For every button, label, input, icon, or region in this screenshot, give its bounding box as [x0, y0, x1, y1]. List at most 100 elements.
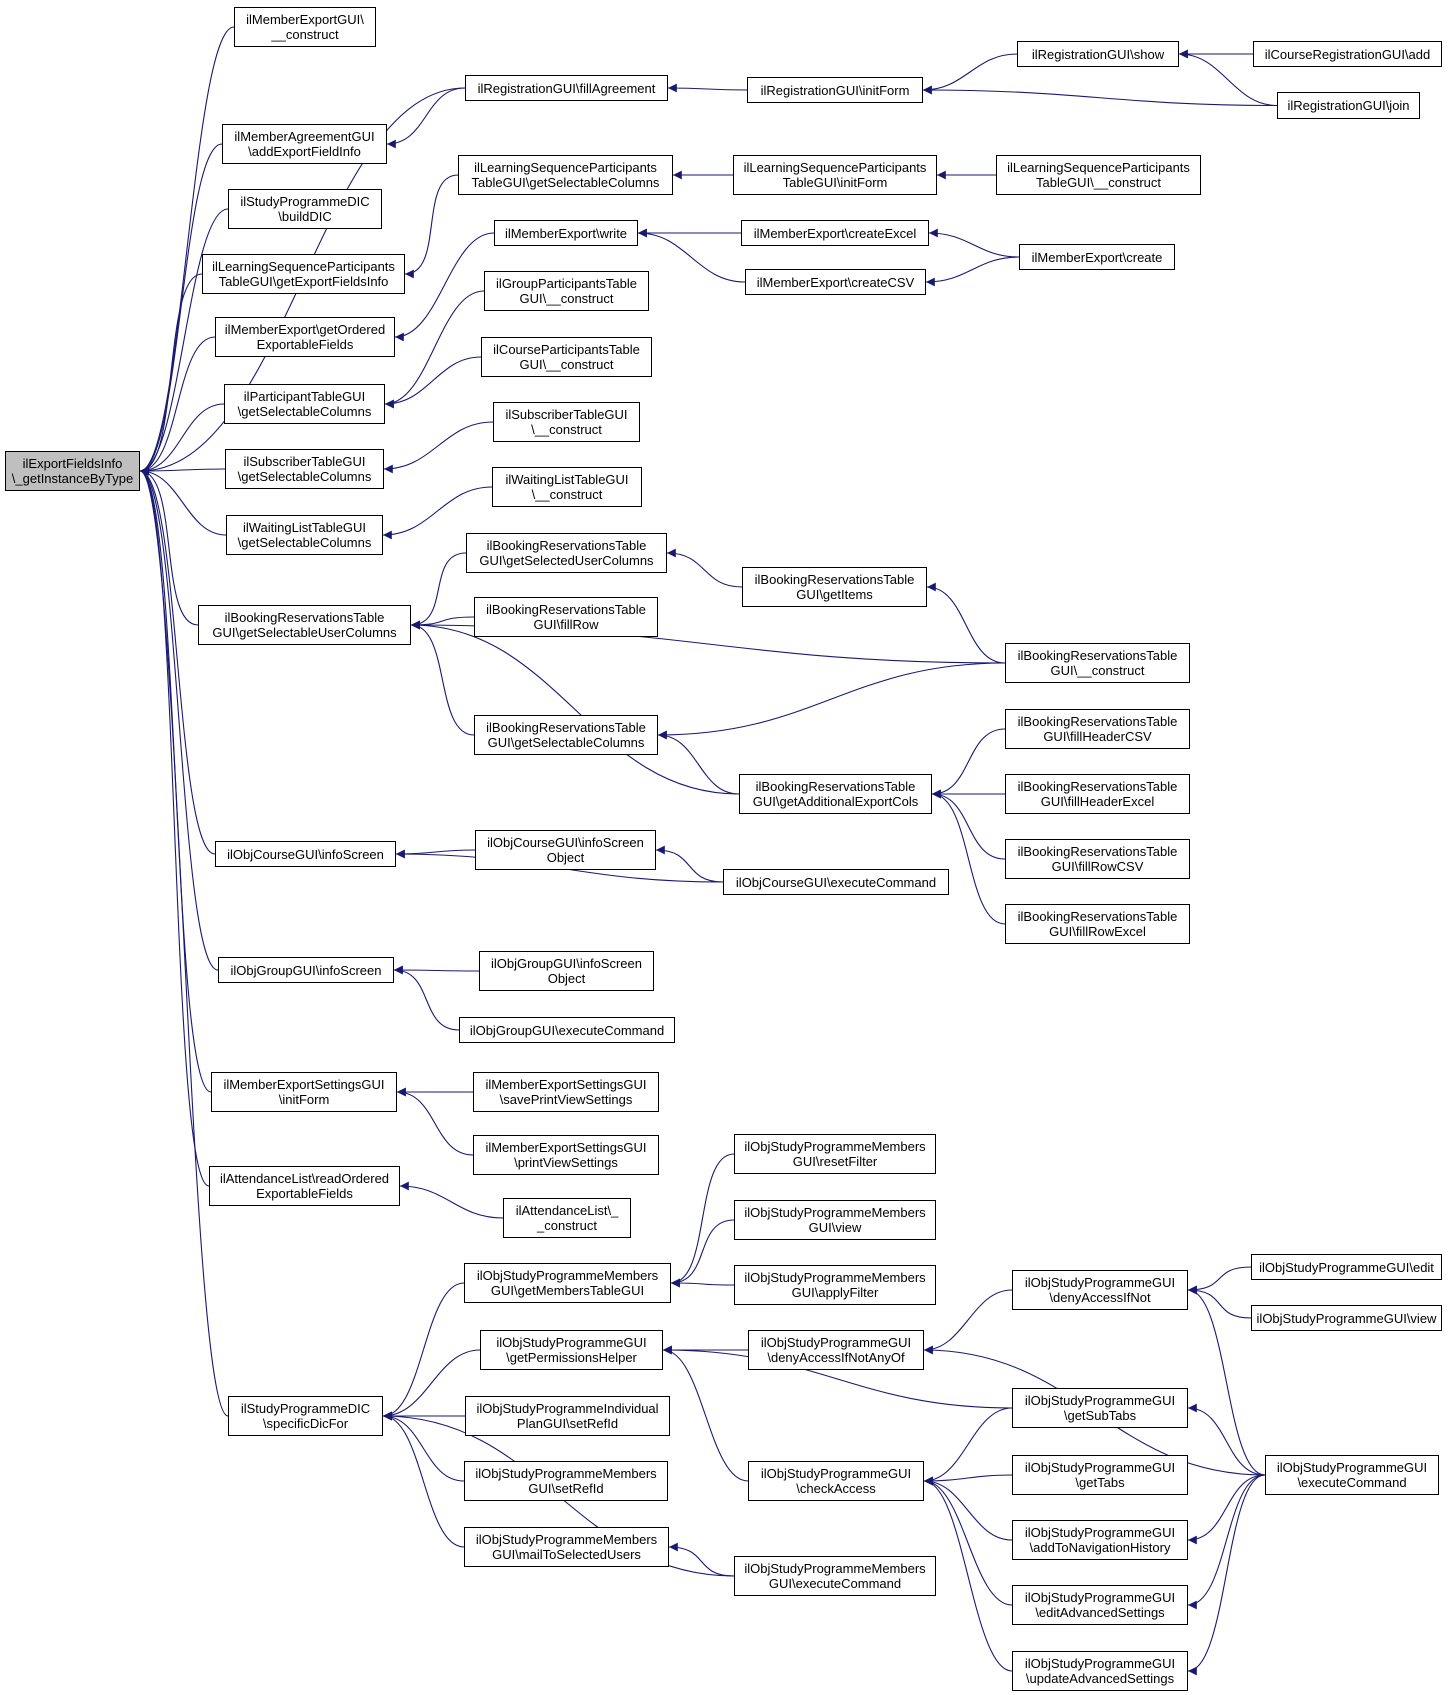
node-label-line: _construct: [537, 1218, 597, 1233]
node-n56[interactable]: ilObjStudyProgrammeGUI\getSubTabs: [1012, 1388, 1188, 1428]
node-label-line: ilMemberExport\write: [504, 225, 628, 241]
node-n44[interactable]: ilMemberExportSettingsGUI\printViewSetti…: [473, 1135, 659, 1175]
node-label-line: ilGroupParticipantsTable: [496, 276, 637, 291]
edge-n62-to-n67: [1187, 1474, 1266, 1676]
node-n20[interactable]: ilParticipantTableGUI\getSelectableColum…: [224, 384, 385, 424]
edge-n1-to-root: [139, 26, 235, 476]
node-root[interactable]: ilExportFieldsInfo\_getInstanceByType: [5, 451, 140, 491]
node-label-line: GUI\__construct: [519, 357, 614, 372]
node-n21[interactable]: ilSubscriberTableGUI\__construct: [493, 402, 640, 442]
edge-n37-to-n34: [655, 845, 724, 883]
node-label-line: \getPermissionsHelper: [506, 1350, 637, 1365]
node-n57[interactable]: ilStudyProgrammeDIC\specificDicFor: [228, 1396, 383, 1436]
node-n43[interactable]: ilMemberExportSettingsGUI\savePrintViewS…: [473, 1072, 659, 1112]
node-n63[interactable]: ilObjStudyProgrammeGUI\addToNavigationHi…: [1012, 1520, 1188, 1560]
node-label-line: ilLearningSequenceParticipants: [474, 160, 657, 175]
node-n1[interactable]: ilMemberExportGUI\__construct: [234, 7, 376, 47]
node-n3[interactable]: ilRegistrationGUI\initForm: [747, 77, 923, 103]
node-label-line: \__construct: [531, 487, 603, 502]
node-n54[interactable]: ilObjStudyProgrammeGUI\getPermissionsHel…: [480, 1330, 663, 1370]
node-label-line: ilMemberExportSettingsGUI: [485, 1077, 647, 1092]
node-n7[interactable]: ilMemberAgreementGUI\addExportFieldInfo: [222, 124, 387, 164]
node-n52[interactable]: ilObjStudyProgrammeGUI\edit: [1251, 1254, 1442, 1280]
node-n42[interactable]: ilMemberExportSettingsGUI\initForm: [211, 1072, 397, 1112]
node-n13[interactable]: ilMemberExport\write: [494, 220, 638, 246]
node-n11[interactable]: ilStudyProgrammeDIC\buildDIC: [228, 189, 382, 229]
edge-n36-to-n32: [931, 789, 1006, 860]
node-label-line: ilBookingReservationsTable: [1017, 844, 1178, 859]
node-label-line: ilMemberExport\getOrdered: [224, 322, 386, 337]
node-n23[interactable]: ilWaitingListTableGUI\__construct: [492, 467, 642, 507]
node-n55[interactable]: ilObjStudyProgrammeGUI\denyAccessIfNotAn…: [748, 1330, 924, 1370]
node-n47[interactable]: ilAttendanceList\__construct: [503, 1198, 631, 1238]
node-n60[interactable]: ilObjStudyProgrammeGUI\checkAccess: [748, 1461, 924, 1501]
node-n61[interactable]: ilObjStudyProgrammeGUI\getTabs: [1012, 1455, 1188, 1495]
node-n2[interactable]: ilRegistrationGUI\fillAgreement: [465, 75, 668, 101]
edge-n20-to-root: [139, 403, 225, 476]
node-n5[interactable]: ilCourseRegistrationGUI\add: [1253, 41, 1442, 67]
node-n16[interactable]: ilMemberExport\create: [1019, 244, 1175, 270]
node-n37[interactable]: ilObjCourseGUI\executeCommand: [723, 869, 949, 895]
edge-n17-to-root: [139, 336, 216, 476]
node-n66[interactable]: ilObjStudyProgrammeGUI\editAdvancedSetti…: [1012, 1585, 1188, 1625]
node-n53[interactable]: ilObjStudyProgrammeGUI\view: [1251, 1305, 1442, 1331]
node-label-line: \denyAccessIfNotAnyOf: [767, 1350, 905, 1365]
node-n15[interactable]: ilMemberExport\createCSV: [745, 269, 926, 295]
node-label-line: GUI\mailToSelectedUsers: [492, 1547, 641, 1562]
node-label-line: ilBookingReservationsTable: [486, 538, 647, 553]
edge-n6-to-n4: [1178, 49, 1278, 107]
node-label-line: ilObjStudyProgrammeMembers: [475, 1532, 658, 1547]
node-n4[interactable]: ilRegistrationGUI\show: [1017, 41, 1179, 67]
node-n35[interactable]: ilObjCourseGUI\infoScreen: [215, 841, 396, 867]
node-n41[interactable]: ilObjGroupGUI\executeCommand: [459, 1017, 675, 1043]
node-n6[interactable]: ilRegistrationGUI\join: [1277, 92, 1420, 119]
edge-n62-to-n51: [1187, 1285, 1266, 1476]
node-label-line: GUI\fillHeaderCSV: [1043, 729, 1152, 744]
node-n14[interactable]: ilMemberExport\createExcel: [741, 220, 929, 246]
edge-n66-to-n60: [923, 1476, 1013, 1606]
edge-n7-to-root: [139, 143, 223, 476]
node-n62[interactable]: ilObjStudyProgrammeGUI\executeCommand: [1265, 1455, 1439, 1495]
node-label-line: GUI\fillRowExcel: [1049, 924, 1146, 939]
node-n51[interactable]: ilObjStudyProgrammeGUI\denyAccessIfNot: [1012, 1270, 1188, 1310]
node-label-line: ilCourseRegistrationGUI\add: [1264, 46, 1431, 62]
node-n39[interactable]: ilObjGroupGUI\infoScreen: [218, 957, 394, 983]
node-n67[interactable]: ilObjStudyProgrammeGUI\updateAdvancedSet…: [1012, 1651, 1188, 1691]
edge-n35-to-root: [139, 466, 216, 855]
node-label-line: TableGUI\__construct: [1035, 175, 1161, 190]
node-n22[interactable]: ilSubscriberTableGUI\getSelectableColumn…: [225, 449, 384, 489]
node-label-line: ilMemberExport\create: [1031, 249, 1163, 265]
node-n24[interactable]: ilWaitingListTableGUI\getSelectableColum…: [226, 515, 383, 555]
edge-n67-to-n60: [923, 1476, 1013, 1672]
